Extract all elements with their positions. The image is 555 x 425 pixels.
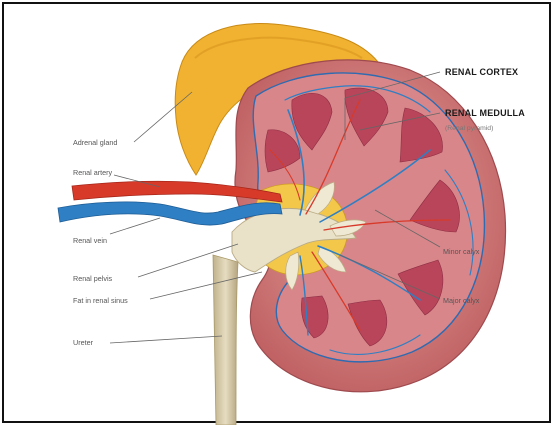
label-renal-artery: Renal artery xyxy=(73,168,113,177)
label-major-calyx: Major calyx xyxy=(443,296,480,305)
label-renal-medulla: RENAL MEDULLA xyxy=(445,108,525,118)
label-adrenal-gland: Adrenal gland xyxy=(73,138,117,147)
label-renal-cortex: RENAL CORTEX xyxy=(445,67,518,77)
label-renal-vein: Renal vein xyxy=(73,236,107,245)
label-fat-in-renal-sinus: Fat in renal sinus xyxy=(73,296,128,305)
label-renal-pyramid: (Renal pyramid) xyxy=(445,125,493,132)
label-minor-calyx: Minor calyx xyxy=(443,247,480,256)
label-renal-pelvis: Renal pelvis xyxy=(73,274,113,283)
label-ureter: Ureter xyxy=(73,338,94,347)
